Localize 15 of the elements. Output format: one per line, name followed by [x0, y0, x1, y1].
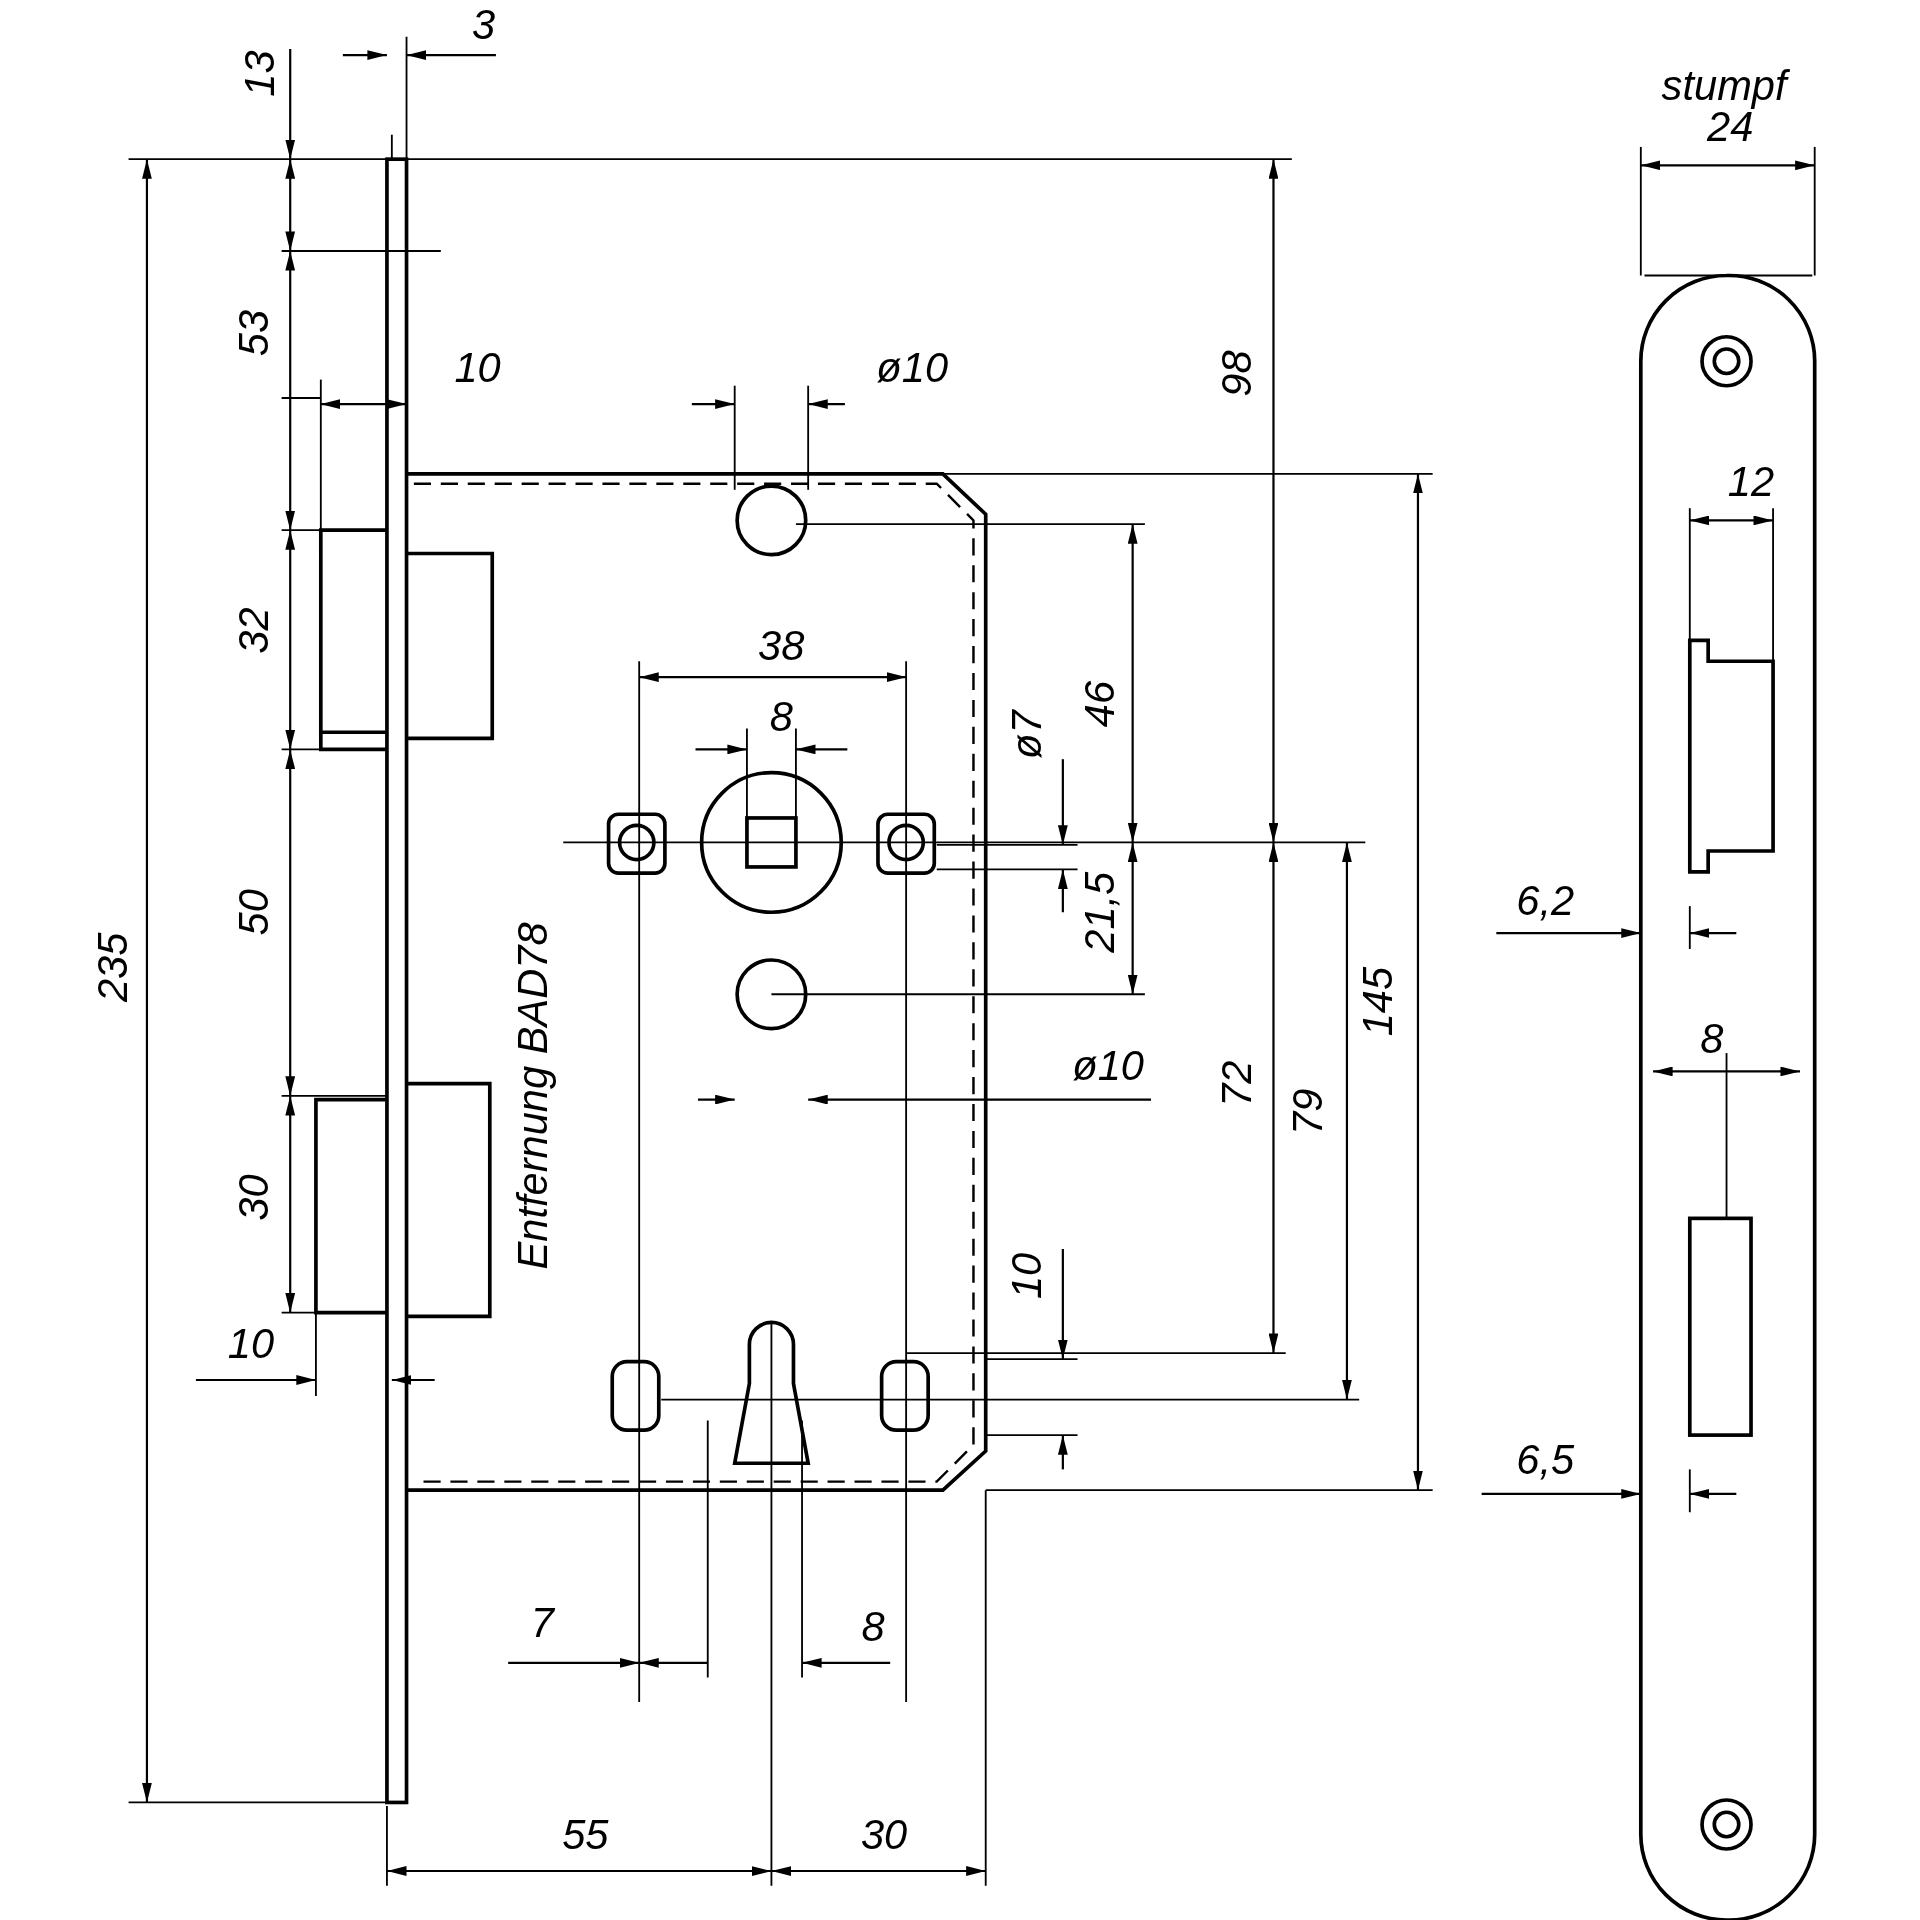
dimension-label: 3: [472, 3, 496, 46]
dimension-label: 55: [562, 1813, 609, 1856]
dimension-label: 10: [454, 346, 501, 389]
dimension-label: 30: [860, 1813, 908, 1856]
dimension-label: 38: [758, 624, 805, 667]
dimension-label: 8: [861, 1605, 885, 1647]
dimension-label: 6,5: [1516, 1438, 1575, 1481]
dimension-label: 6,2: [1516, 879, 1575, 921]
dimension-label: ø10: [876, 346, 949, 389]
dimension-label: 10: [227, 1322, 275, 1365]
dimension-label: 12: [1727, 460, 1775, 503]
dimension-label: 8: [769, 695, 793, 738]
dimension-label: 8: [1700, 1017, 1724, 1060]
dimension-label: ø10: [1072, 1044, 1145, 1087]
dimension-label: 7: [530, 1601, 555, 1644]
